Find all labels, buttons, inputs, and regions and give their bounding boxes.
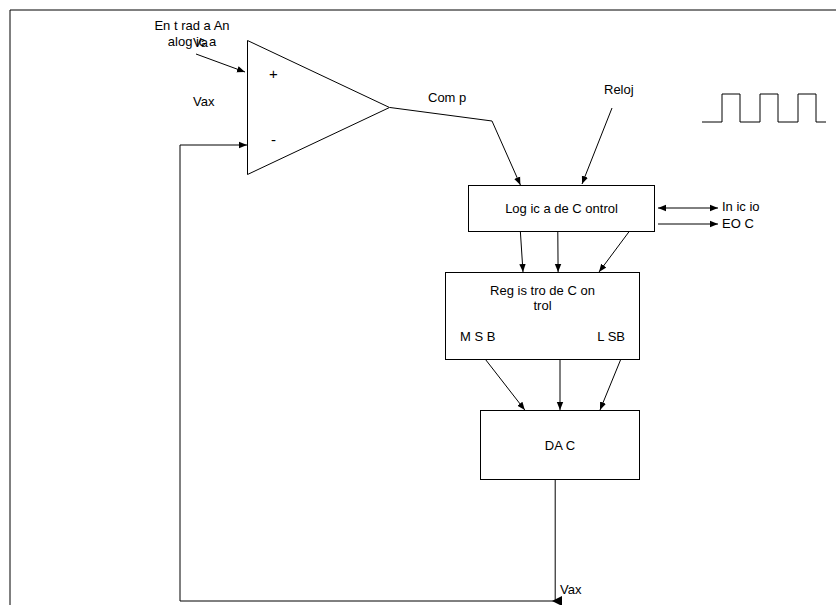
control-register-box: Reg is tro de C on trol M S B L SB xyxy=(445,272,640,360)
input-label: En t rad a An alog ic a xyxy=(146,18,238,50)
dac-box: DA C xyxy=(480,410,640,480)
signal-name: Vax xyxy=(560,582,581,598)
box-text: Log ic a de C ontrol xyxy=(505,201,618,216)
signal-name: Com p xyxy=(426,90,468,106)
bit-label: L SB xyxy=(597,329,625,344)
triangle-outline xyxy=(248,41,390,175)
signal-name: Vax xyxy=(193,94,214,110)
signal-connector xyxy=(600,360,621,410)
signal-name: EO C xyxy=(722,216,754,232)
signal-connector xyxy=(599,232,629,272)
signal-name: Va xyxy=(193,35,208,51)
signal-connector xyxy=(520,232,523,272)
signal-connector xyxy=(557,232,558,272)
signal-name: In ic io xyxy=(722,199,760,215)
plus-sign: + xyxy=(269,66,278,81)
comparator-symbol: +- xyxy=(247,40,390,175)
clock-label: Reloj xyxy=(604,82,634,98)
box-title: Reg is tro de C on trol xyxy=(488,283,598,313)
triangle-outline xyxy=(247,40,390,175)
signal-connector xyxy=(560,360,561,410)
bit-label: M S B xyxy=(460,329,495,344)
minus-sign: - xyxy=(271,132,276,147)
box-text: DA C xyxy=(545,438,575,453)
clock-waveform xyxy=(702,94,826,122)
clock-arrow xyxy=(582,108,612,184)
signal-connector xyxy=(390,108,520,186)
eoc-arrow xyxy=(658,224,718,225)
input-arrow xyxy=(196,54,245,72)
start-arrow xyxy=(658,208,718,209)
signal-connector xyxy=(486,360,525,410)
control-logic-box: Log ic a de C ontrol xyxy=(468,185,655,232)
frame-line xyxy=(10,10,836,605)
